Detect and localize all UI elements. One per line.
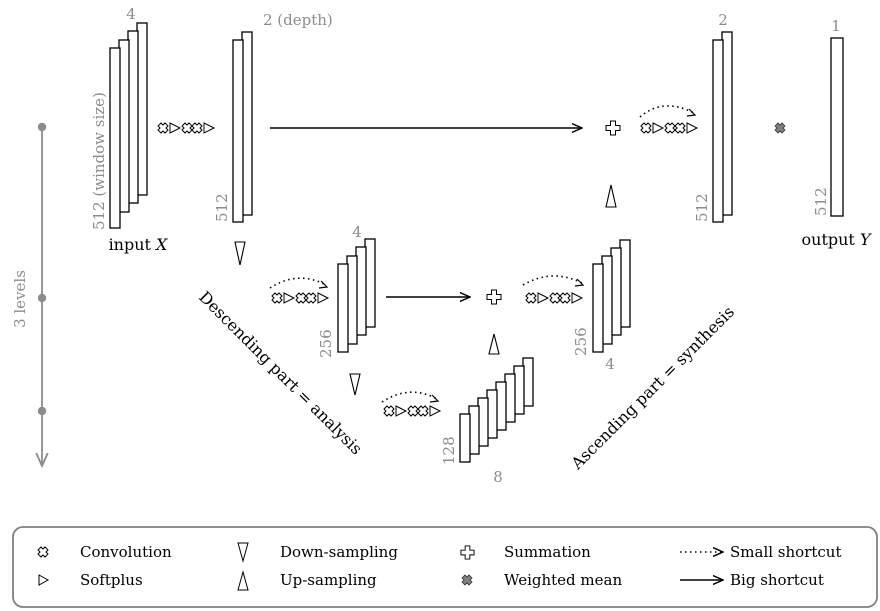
- level2-left-size-label: 256: [317, 329, 335, 358]
- level3-stack: [459, 357, 534, 463]
- level1-right-size-label: 512: [693, 193, 711, 222]
- legend-label-small-shortcut: Small shortcut: [730, 543, 841, 561]
- legend-label-convolution: Convolution: [80, 543, 172, 561]
- level-3-dot: [37, 406, 47, 416]
- level2-left-depth-label: 4: [352, 223, 362, 241]
- output-depth-label: 1: [831, 17, 841, 35]
- small-shortcut-level2-left: [269, 277, 327, 289]
- levels-label: 3 levels: [11, 270, 29, 328]
- convolution-icon: [37, 546, 49, 558]
- level1-left-size-label: 512: [213, 193, 231, 222]
- output-stack: [830, 37, 844, 217]
- level3-size-label: 128: [440, 436, 458, 465]
- up-sampling-level1: [605, 184, 617, 208]
- level2-right-depth-label: 4: [605, 355, 615, 373]
- level1-left-depth-label: 2 (depth): [263, 11, 333, 29]
- legend-label-down-sampling: Down-sampling: [280, 543, 398, 561]
- output-caption: output Y: [802, 230, 872, 249]
- conv-softplus-group-2: [640, 122, 699, 134]
- level2-left-stack: [337, 238, 376, 353]
- conv-softplus-group-1: [157, 122, 216, 134]
- summation-level2: [486, 289, 502, 305]
- down-sampling-level2: [349, 373, 361, 396]
- conv-softplus-group-3: [271, 292, 330, 304]
- small-shortcut-level1: [639, 105, 695, 118]
- level2-right-size-label: 256: [572, 327, 590, 356]
- down-sampling-icon: [237, 542, 249, 563]
- conv-softplus-group-5: [383, 405, 442, 417]
- level3-depth-label: 8: [493, 468, 503, 486]
- weighted-mean: [774, 122, 786, 134]
- legend-label-weighted-mean: Weighted mean: [504, 571, 622, 589]
- small-shortcut-level2-right: [522, 275, 583, 286]
- input-stack: [109, 22, 148, 229]
- output-size-label: 512: [812, 187, 830, 216]
- weighted-mean-icon: [461, 574, 473, 586]
- input-depth-label: 4: [126, 5, 136, 23]
- legend-label-softplus: Softplus: [80, 571, 143, 589]
- levels-axis: 3 levels: [11, 122, 47, 466]
- legend: Convolution Softplus Down-sampling Up-sa…: [12, 526, 878, 608]
- level1-right-stack: [712, 31, 733, 223]
- legend-label-summation: Summation: [504, 543, 591, 561]
- level-1-dot: [37, 122, 47, 132]
- input-caption: input X: [109, 235, 168, 254]
- down-sampling-level1: [234, 241, 246, 266]
- legend-label-up-sampling: Up-sampling: [280, 571, 377, 589]
- up-sampling-icon: [237, 570, 249, 591]
- small-shortcut-level3: [381, 391, 438, 403]
- level1-right-depth-label: 2: [718, 11, 728, 29]
- level2-right-stack: [592, 239, 631, 353]
- input-window-label: 512 (window size): [90, 92, 108, 230]
- softplus-icon: [38, 574, 50, 586]
- level1-left-stack: [232, 31, 253, 223]
- legend-label-big-shortcut: Big shortcut: [730, 571, 824, 589]
- conv-softplus-group-4: [525, 292, 584, 304]
- up-sampling-level2: [488, 333, 500, 355]
- summation-level1: [605, 120, 621, 136]
- legend-box: [12, 526, 878, 608]
- level-2-dot: [37, 293, 47, 303]
